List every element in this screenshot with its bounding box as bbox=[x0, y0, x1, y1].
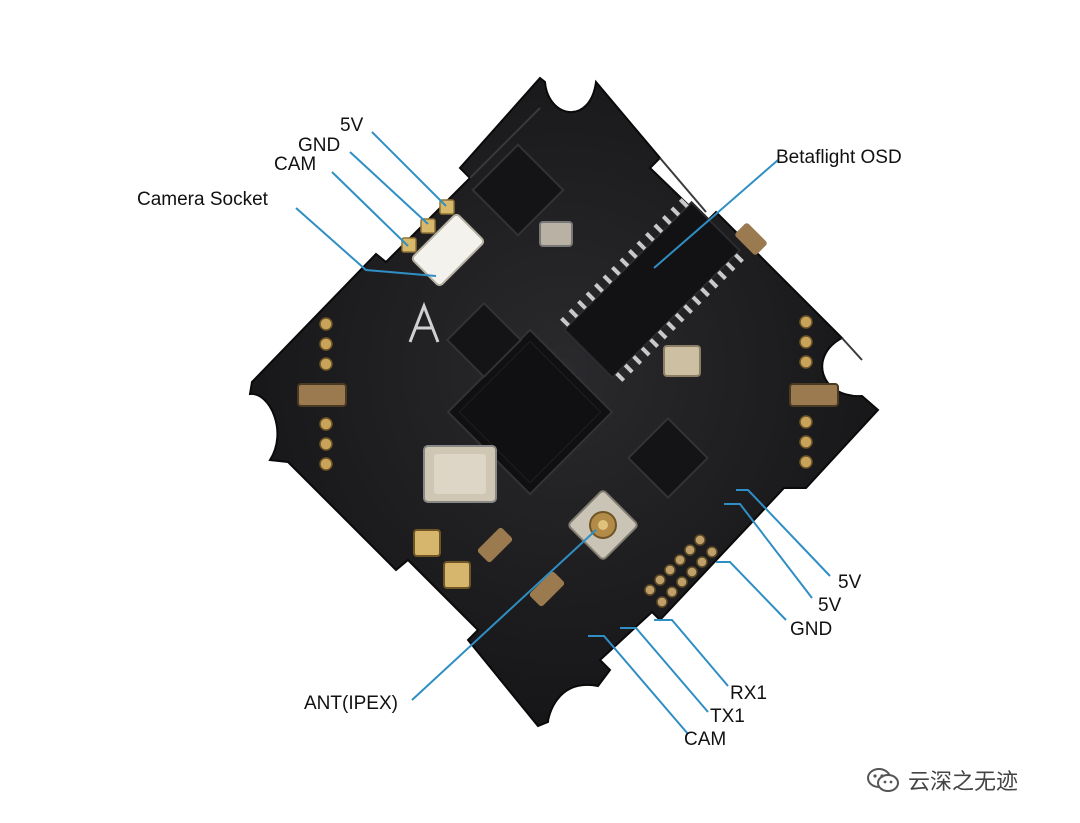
leader-tx1 bbox=[620, 627, 709, 713]
camera-socket bbox=[411, 213, 485, 287]
leader-right-5v-a bbox=[736, 489, 831, 577]
brand-logo bbox=[408, 301, 440, 343]
leader-lines bbox=[295, 131, 831, 735]
motor-pads-right bbox=[799, 315, 813, 469]
label-bottom-cam: CAM bbox=[684, 729, 727, 750]
label-tx1: TX1 bbox=[710, 706, 745, 727]
leader-bottom-cam bbox=[588, 635, 689, 735]
leader-rx1 bbox=[654, 619, 729, 687]
leader-top-cam bbox=[331, 171, 409, 247]
leader-right-gnd bbox=[716, 561, 787, 621]
label-ant-ipex: ANT(IPEX) bbox=[304, 693, 398, 714]
motor-pads-left bbox=[319, 317, 333, 471]
uart-pads bbox=[644, 534, 718, 608]
label-betaflight-osd: Betaflight OSD bbox=[776, 147, 902, 168]
label-camera-socket: Camera Socket bbox=[137, 189, 268, 210]
label-top-cam: CAM bbox=[274, 154, 317, 175]
watermark: 云深之无迹 bbox=[866, 764, 1018, 796]
leader-ant bbox=[411, 529, 597, 701]
label-right-gnd: GND bbox=[790, 619, 833, 640]
small-crystal bbox=[663, 345, 701, 377]
leader-osd bbox=[653, 159, 779, 269]
gyro-chip bbox=[626, 416, 710, 500]
leader-camera-socket bbox=[295, 207, 437, 277]
label-top-5v: 5V bbox=[340, 115, 364, 136]
top-chip bbox=[471, 143, 565, 237]
secondary-chip bbox=[445, 301, 523, 379]
crystal-oscillator bbox=[423, 445, 497, 503]
board-edge-highlight bbox=[469, 107, 863, 361]
wechat-icon bbox=[867, 768, 899, 792]
small-crystal-top bbox=[539, 221, 573, 247]
leader-right-5v-b bbox=[724, 503, 813, 599]
power-pads bbox=[413, 529, 471, 589]
label-top-gnd: GND bbox=[298, 135, 341, 156]
watermark-text: 云深之无迹 bbox=[908, 770, 1019, 795]
label-rx1: RX1 bbox=[730, 683, 767, 704]
osd-chip bbox=[560, 198, 744, 382]
label-right-5v-b: 5V bbox=[818, 595, 842, 616]
leader-top-gnd bbox=[349, 151, 429, 225]
label-right-5v-a: 5V bbox=[838, 572, 862, 593]
leader-top-5v bbox=[371, 131, 447, 207]
capacitors bbox=[297, 223, 839, 607]
ipex-connector bbox=[568, 490, 638, 560]
